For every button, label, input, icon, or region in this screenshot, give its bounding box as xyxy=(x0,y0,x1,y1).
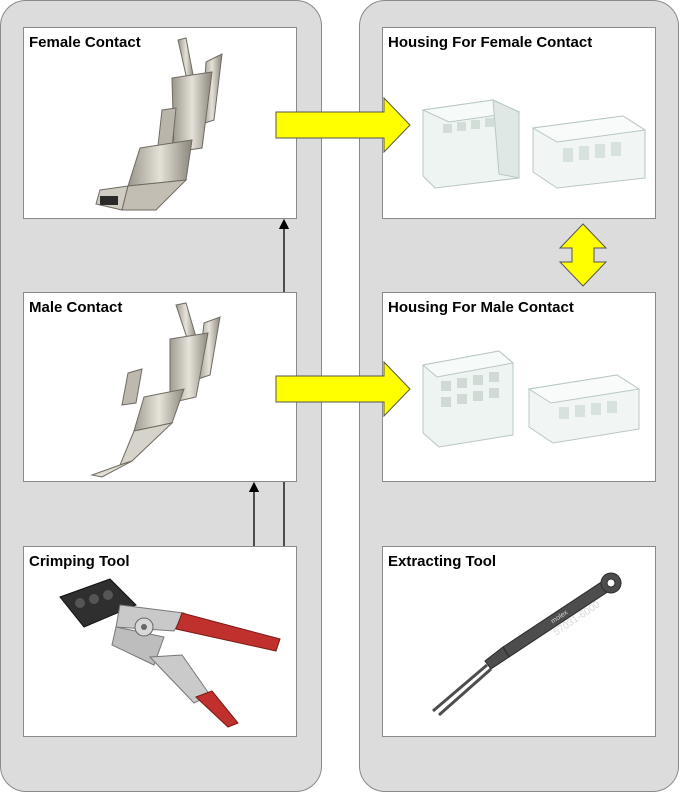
housing-male-title: Housing For Male Contact xyxy=(388,299,574,316)
male-contact-image xyxy=(90,302,221,478)
arrow-female-to-housing xyxy=(275,96,411,154)
extracting-tool-box: Extracting Tool molex 57031-6000 xyxy=(382,546,656,737)
housing-female-title: Housing For Female Contact xyxy=(388,34,593,51)
arrow-male-to-housing xyxy=(275,360,411,418)
female-contact-box: Female Contact xyxy=(23,27,297,219)
housing-female-box: Housing For Female Contact xyxy=(382,27,656,219)
crimping-tool-title: Crimping Tool xyxy=(29,553,130,570)
arrow-housings-mate xyxy=(558,223,608,287)
crimping-tool-box: Crimping Tool xyxy=(23,546,297,737)
female-contact-image xyxy=(95,37,223,211)
female-housing-image xyxy=(421,99,647,189)
housing-male-box: Housing For Male Contact xyxy=(382,292,656,482)
crimping-tool-image xyxy=(59,578,281,728)
male-housing-image xyxy=(421,350,641,448)
male-contact-title: Male Contact xyxy=(29,299,123,316)
extracting-tool-title: Extracting Tool xyxy=(388,553,497,570)
female-contact-title: Female Contact xyxy=(29,34,141,51)
male-contact-box: Male Contact xyxy=(23,292,297,482)
extracting-tool-image: molex 57031-6000 xyxy=(432,572,622,717)
